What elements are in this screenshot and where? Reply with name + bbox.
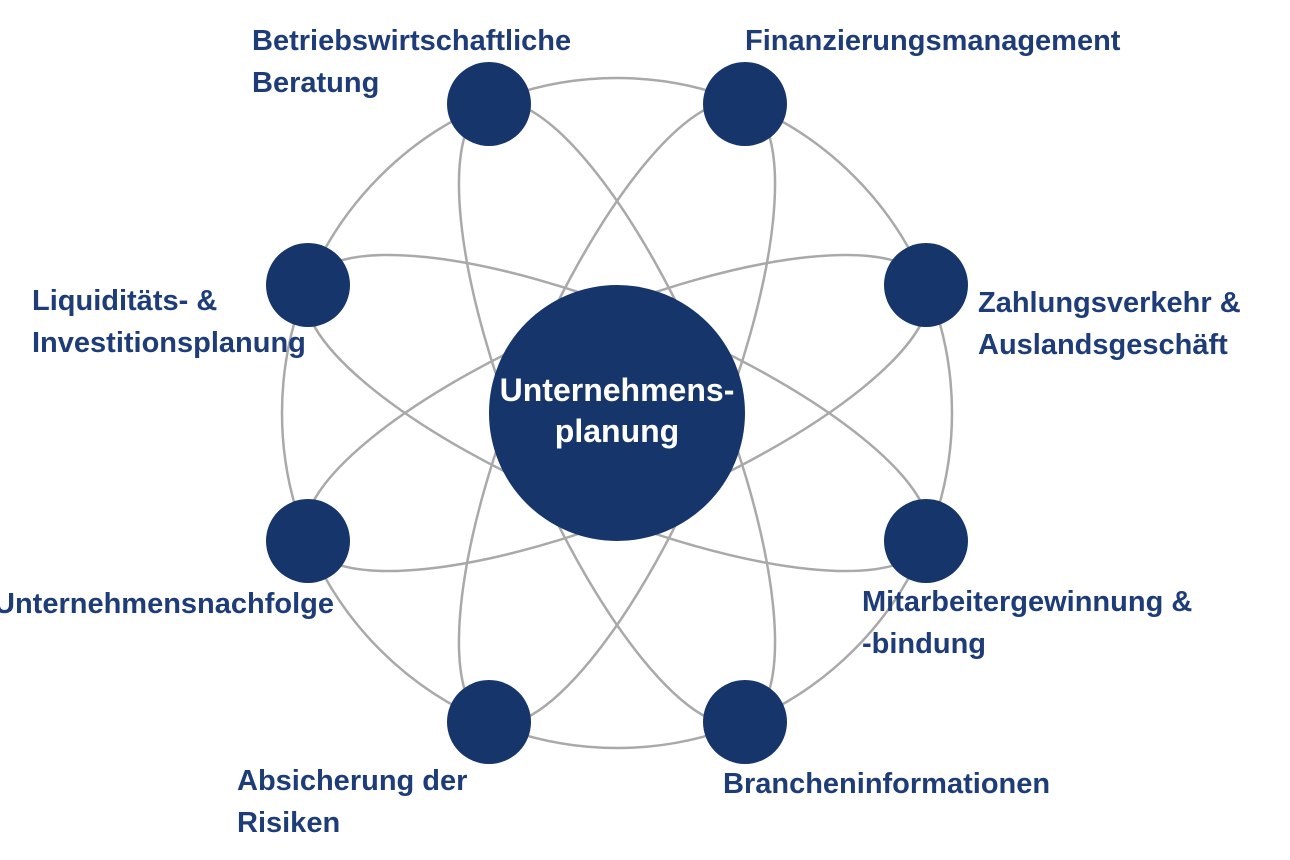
label-mitarbeitergewinnung-bindung: Mitarbeitergewinnung & -bindung	[862, 586, 1193, 660]
satellite-circle-finanzierungsmanagement	[703, 62, 787, 146]
label-betriebswirtschaftliche-beratung: Betriebswirtschaftliche Beratung	[252, 25, 572, 99]
label-unternehmensnachfolge: Unternehmensnachfolge	[0, 588, 334, 620]
label-zahlungsverkehr-auslandsgeschaeft: Zahlungsverkehr & Auslandsgeschäft	[978, 287, 1241, 361]
satellite-circle-zahlungsverkehr	[884, 243, 968, 327]
outer-ring-circle	[280, 76, 954, 750]
satellite-circle-liquiditaetsplanung	[266, 243, 350, 327]
label-finanzierungsmanagement: Finanzierungsmanagement	[745, 25, 1121, 57]
satellite-circle-mitarbeitergewinnung	[884, 499, 968, 583]
satellite-circle-brancheninformationen	[703, 680, 787, 764]
label-absicherung-der-risiken: Absicherung der Risiken	[237, 765, 468, 839]
center-circle	[489, 285, 745, 541]
satellite-circle-betriebswirtschaftliche-beratung	[447, 62, 531, 146]
center-label: Unternehmens- planung	[499, 372, 735, 449]
label-brancheninformationen: Brancheninformationen	[723, 768, 1051, 800]
satellite-circle-absicherung	[447, 680, 531, 764]
satellite-circle-unternehmensnachfolge	[266, 499, 350, 583]
label-liquiditaets-investitionsplanung: Liquiditäts- & Investitionsplanung	[32, 285, 306, 359]
